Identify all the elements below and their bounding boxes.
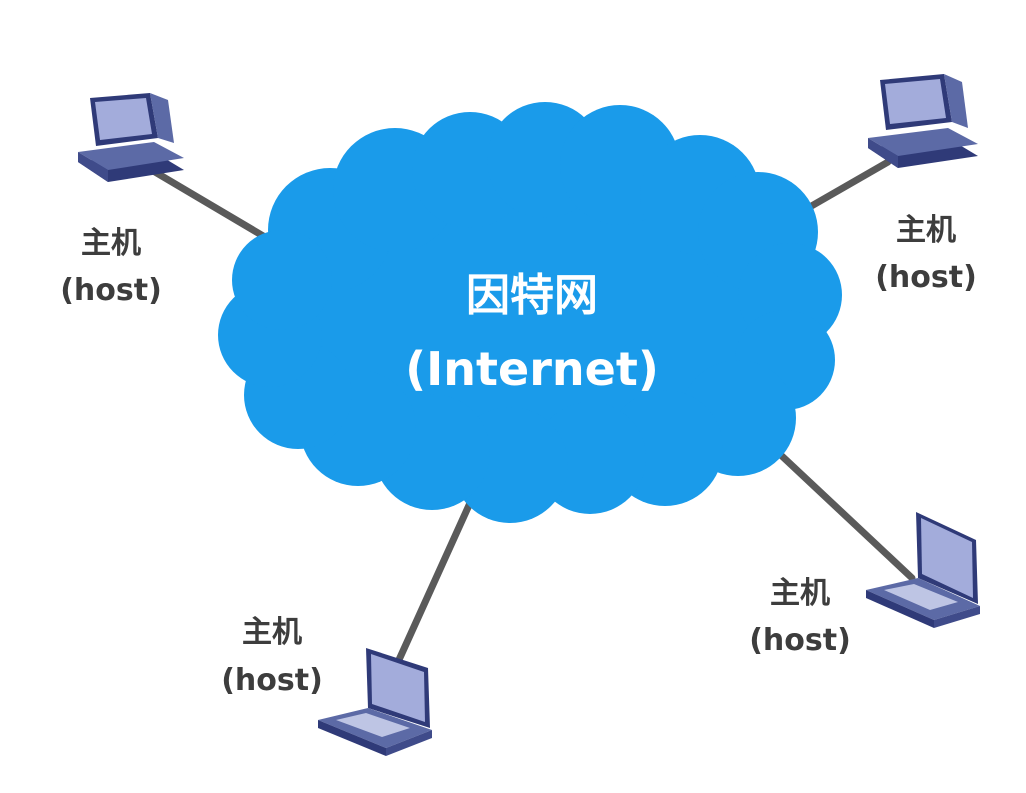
host-label-en: (host) xyxy=(749,623,851,658)
host-top-right: 主机 (host) xyxy=(868,74,978,295)
link-host-bottom-left xyxy=(394,499,474,666)
internet-cloud: 因特网 (Internet) xyxy=(218,102,842,523)
host-label-zh: 主机 xyxy=(896,213,956,248)
host-label-en: (host) xyxy=(875,260,977,295)
desktop-computer-icon xyxy=(868,74,978,168)
host-label-en: (host) xyxy=(60,273,162,308)
cloud-label-en: (Internet) xyxy=(405,342,659,396)
host-label-zh: 主机 xyxy=(81,226,141,261)
laptop-computer-icon xyxy=(318,648,432,756)
host-top-left: 主机 (host) xyxy=(60,93,184,308)
cloud-label-zh: 因特网 xyxy=(466,270,598,321)
host-label-zh: 主机 xyxy=(770,576,830,611)
host-label-zh: 主机 xyxy=(242,615,302,650)
desktop-computer-icon xyxy=(78,93,184,182)
laptop-computer-icon xyxy=(866,512,980,628)
host-bottom-left: 主机 (host) xyxy=(221,615,432,756)
cloud-shape xyxy=(218,102,842,523)
host-label-en: (host) xyxy=(221,663,323,698)
host-bottom-right: 主机 (host) xyxy=(749,512,980,658)
link-host-top-right xyxy=(804,158,892,212)
